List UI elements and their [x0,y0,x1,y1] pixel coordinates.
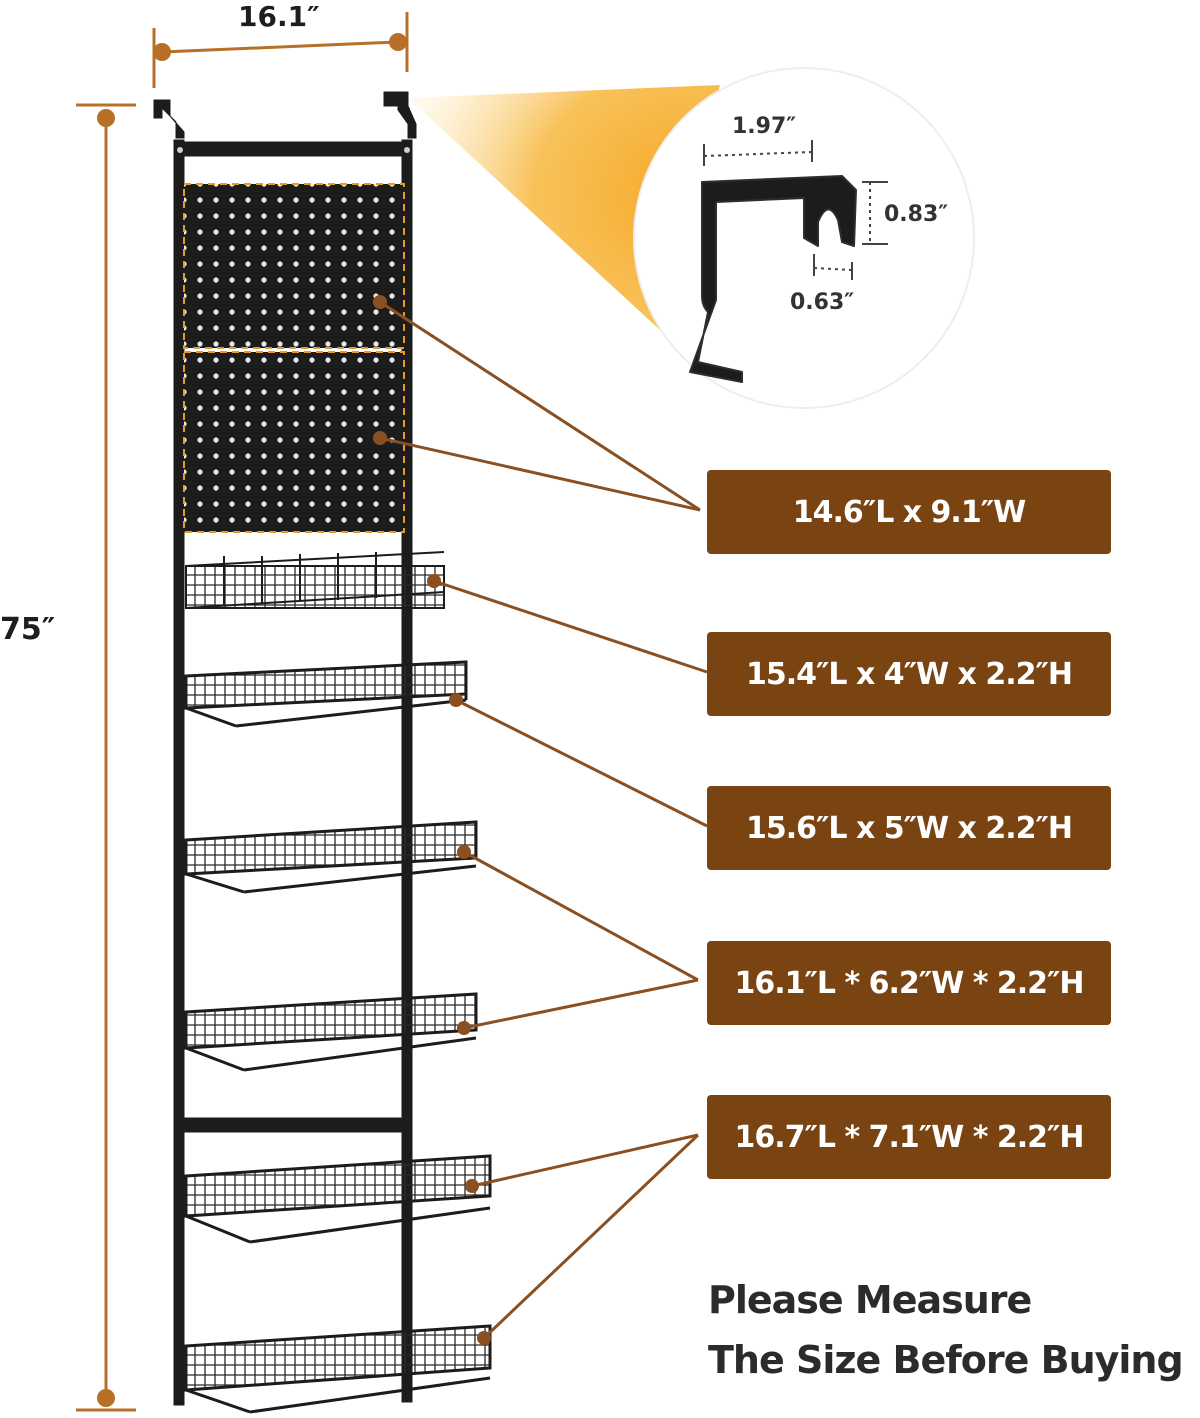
hook-width-label: 1.97″ [732,114,797,139]
hook-gap-label: 0.63″ [790,290,855,315]
measure-note-line2: The Size Before Buying [708,1338,1184,1382]
shelf-5 [184,1324,492,1414]
pegboard-lower [183,351,405,533]
leader-lines [373,295,708,1345]
shelf-1 [184,660,468,728]
measure-note-line1: Please Measure [708,1278,1032,1322]
shelf-4 [184,1154,492,1244]
size-label-shelf-medium: 16.1″L * 6.2″W * 2.2″H [707,941,1111,1025]
size-label-shelf-large: 16.7″L * 7.1″W * 2.2″H [707,1095,1111,1179]
height-label: 75″ [0,612,56,647]
rack-frame [153,91,417,1406]
hook-detail [633,67,975,409]
size-label-shelf-small: 15.6″L x 5″W x 2.2″H [707,786,1111,870]
pegboard-upper [183,183,405,349]
height-dimension [76,103,136,1412]
size-label-pegboard: 14.6″L x 9.1″W [707,470,1111,554]
size-label-divider-basket: 15.4″L x 4″W x 2.2″H [707,632,1111,716]
hook-height-label: 0.83″ [884,202,949,227]
width-dimension [152,12,409,88]
shelf-2 [184,820,478,894]
shelf-3 [184,992,478,1072]
divider-basket [185,551,445,609]
width-label: 16.1″ [238,0,320,33]
